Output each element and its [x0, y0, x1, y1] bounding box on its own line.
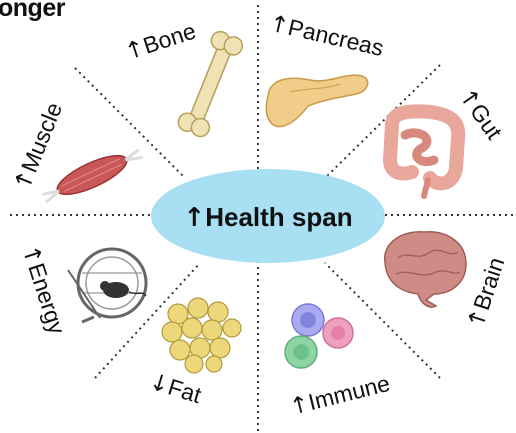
- immune-cells-icon: [285, 304, 353, 368]
- intestine-icon: [390, 111, 458, 196]
- pancreas-icon: [266, 75, 367, 126]
- center-text: Health span: [205, 202, 352, 232]
- fat-cells-icon: [162, 298, 241, 373]
- muscle-icon: [40, 142, 144, 208]
- mouse-wheel-icon: [68, 249, 146, 322]
- label-immune: ↑Immune: [287, 370, 393, 421]
- center-arrow: ↑: [183, 203, 205, 233]
- label-brain: ↑Brain: [462, 254, 510, 332]
- label-muscle: ↑Muscle: [9, 99, 69, 195]
- label-energy: ↑Energy: [16, 242, 70, 338]
- center-label: ↑Health span: [183, 202, 352, 233]
- health-span-center: ↑Health span: [151, 169, 385, 263]
- label-pancreas: ↑Pancreas: [267, 10, 387, 63]
- brain-icon: [385, 232, 466, 307]
- label-fat: ↓Fat: [146, 368, 205, 409]
- label-bone: ↑Bone: [122, 17, 200, 65]
